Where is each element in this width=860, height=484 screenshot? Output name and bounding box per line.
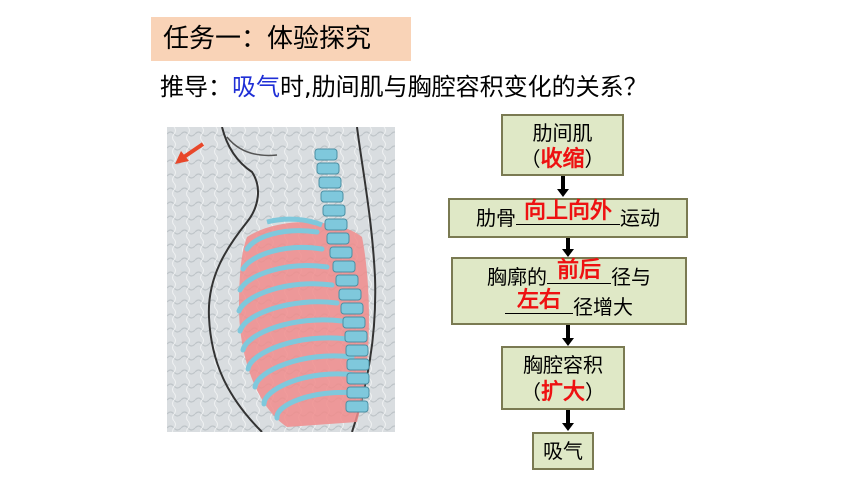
flow-box-intercostal-title: 肋间肌 <box>532 121 593 145</box>
flow-box-thorax-post: 径增大 <box>573 295 633 319</box>
flow-box-thorax-mid: 径与 <box>611 265 651 289</box>
flow-arrow-4 <box>562 410 574 431</box>
flow-box-thorax: 胸廓的前后径与 左右径增大 <box>451 257 687 325</box>
flow-box-ribs-post: 运动 <box>620 206 660 230</box>
answer-left-right: 左右 <box>516 288 561 313</box>
flow-box-volume-answer-line: （扩大） <box>520 380 605 405</box>
flow-box-ribs-pre: 肋骨 <box>476 206 516 230</box>
flow-box-volume: 胸腔容积 （扩大） <box>501 346 625 410</box>
flow-box-inhale-label: 吸气 <box>543 439 583 463</box>
question-prefix: 推导： <box>160 73 232 101</box>
answer-front-back: 前后 <box>556 258 601 283</box>
flow-box-thorax-pre: 胸廓的 <box>487 265 547 289</box>
flow-box-ribs: 肋骨向上向外运动 <box>448 198 688 238</box>
flow-arrow-3 <box>562 325 574 346</box>
answer-expand: 扩大 <box>540 380 585 405</box>
flow-box-inhale: 吸气 <box>532 432 594 470</box>
flow-box-intercostal: 肋间肌 （收缩） <box>501 114 624 176</box>
task-badge: 任务一：体验探究 <box>151 17 411 61</box>
answer-up-out: 向上向外 <box>523 199 612 224</box>
question-highlight: 吸气 <box>232 73 280 101</box>
question-text: 推导：吸气时,肋间肌与胸腔容积变化的关系？ <box>160 70 648 104</box>
flow-arrow-1 <box>557 176 569 197</box>
ribcage-illustration <box>167 127 395 432</box>
flow-box-intercostal-answer-line: （收缩） <box>520 147 605 172</box>
flow-arrow-2 <box>562 238 574 257</box>
question-suffix: 时,肋间肌与胸腔容积变化的关系？ <box>280 73 648 101</box>
answer-contract: 收缩 <box>540 147 585 172</box>
flow-box-volume-title: 胸腔容积 <box>523 353 603 377</box>
